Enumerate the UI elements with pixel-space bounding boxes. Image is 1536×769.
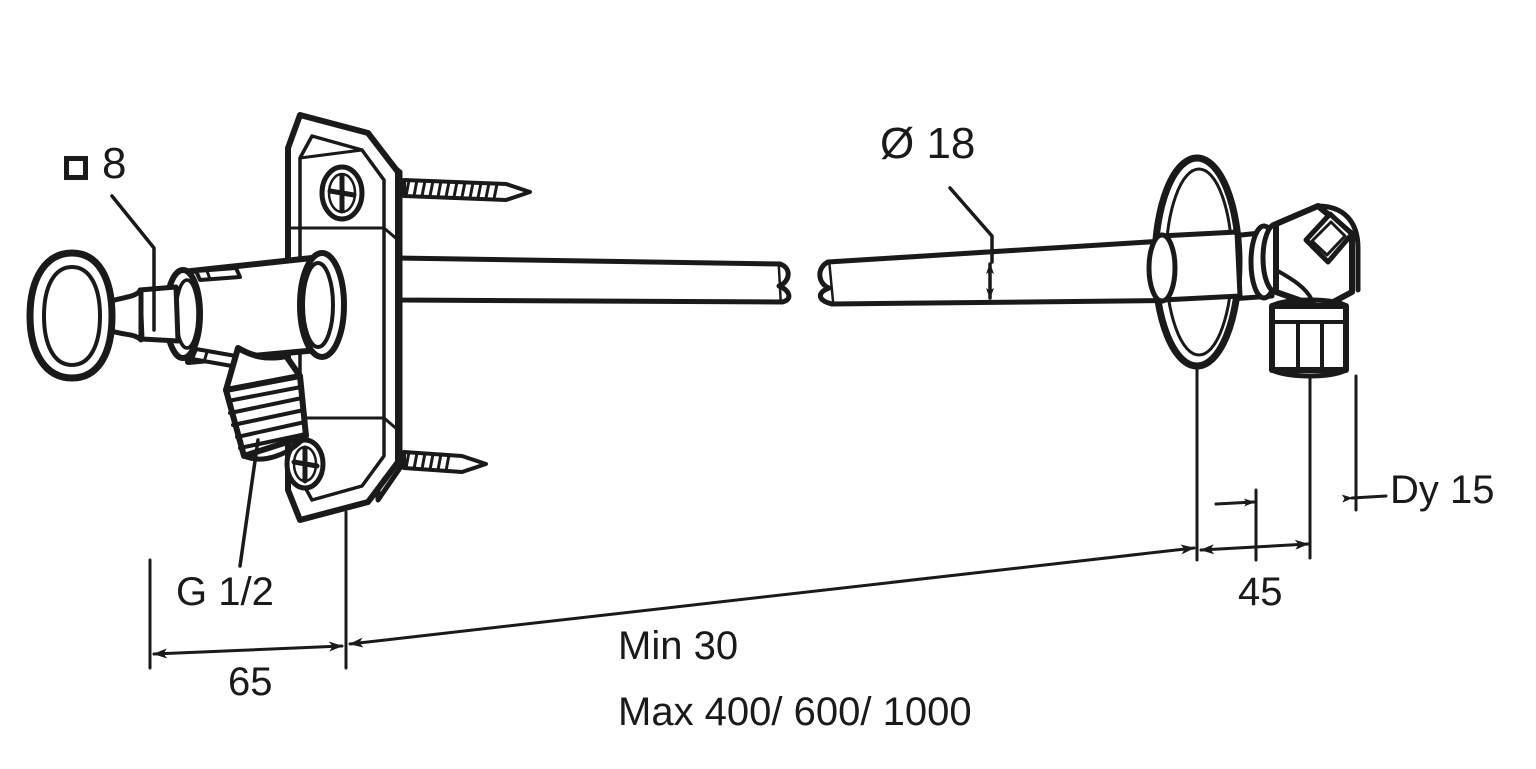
valve-body — [137, 250, 347, 368]
dimension-arrow-65 — [152, 641, 344, 659]
dimension-arrow-dy-right — [1341, 494, 1388, 503]
label-min-length: Min 30 — [618, 624, 739, 668]
dimension-arrow-45 — [1199, 539, 1310, 555]
label-dy: Dy 15 — [1390, 468, 1495, 512]
label-max-length: Max 400/ 600/ 1000 — [618, 690, 972, 734]
label-thread: G 1/2 — [176, 570, 274, 614]
screw-upper — [402, 178, 532, 202]
leader-g12 — [238, 438, 260, 568]
hex-nut — [1269, 297, 1349, 379]
elbow-fitting — [1248, 203, 1361, 379]
leader-square8 — [110, 194, 156, 332]
label-dim-65: 65 — [228, 660, 273, 704]
square-symbol-icon — [64, 156, 88, 180]
label-square-size: 8 — [102, 139, 127, 188]
leader-diameter — [948, 186, 994, 264]
screw-head-upper — [319, 164, 365, 222]
screw-lower — [402, 450, 488, 474]
extension-pipe-left — [393, 255, 792, 305]
handle — [26, 249, 144, 382]
escutcheon — [1146, 154, 1243, 370]
label-dim-45: 45 — [1238, 570, 1283, 614]
dimension-arrow-dy-left — [1214, 498, 1256, 507]
hose-outlet — [223, 345, 309, 462]
dimension-arrow-minmax — [348, 544, 1196, 648]
label-diameter: Ø 18 — [880, 119, 976, 168]
